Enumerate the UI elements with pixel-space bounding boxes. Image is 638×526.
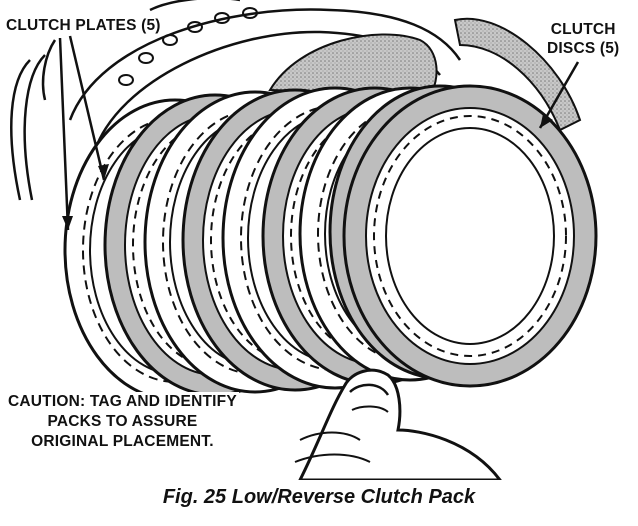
drum-spline-holes [118,7,258,86]
clutch-plates-text: CLUTCH PLATES (5) [4,17,163,34]
caution-line-2: PACKS TO ASSURE [6,412,239,432]
clutch-pack-illustration [10,0,598,480]
plates-leader-2 [58,37,70,231]
plates-leader-1 [68,35,106,181]
inner-hub-shell [268,17,582,132]
hand-holding-pack [294,368,502,480]
caution-note: CAUTION: TAG AND IDENTIFY PACKS TO ASSUR… [6,392,239,452]
leader-lines [58,35,580,231]
transmission-case-edge [10,39,57,201]
plates-arrowhead-1 [98,164,109,180]
caution-line-3: ORIGINAL PLACEMENT. [6,432,239,452]
clutch-plates-label: CLUTCH PLATES (5) [4,16,163,35]
caution-line-1: CAUTION: TAG AND IDENTIFY [6,392,239,412]
clutch-discs-text-line1: CLUTCH [545,20,622,39]
figure-caption: Fig. 25 Low/Reverse Clutch Pack [162,486,476,508]
plates-arrowhead-2 [62,216,73,230]
clutch-discs-label: CLUTCH DISCS (5) [545,20,622,58]
discs-arrowhead [540,114,553,128]
clutch-disc-5 [342,84,598,388]
clutch-plates-group [63,84,598,402]
clutch-discs-text-line2: DISCS (5) [545,39,622,58]
